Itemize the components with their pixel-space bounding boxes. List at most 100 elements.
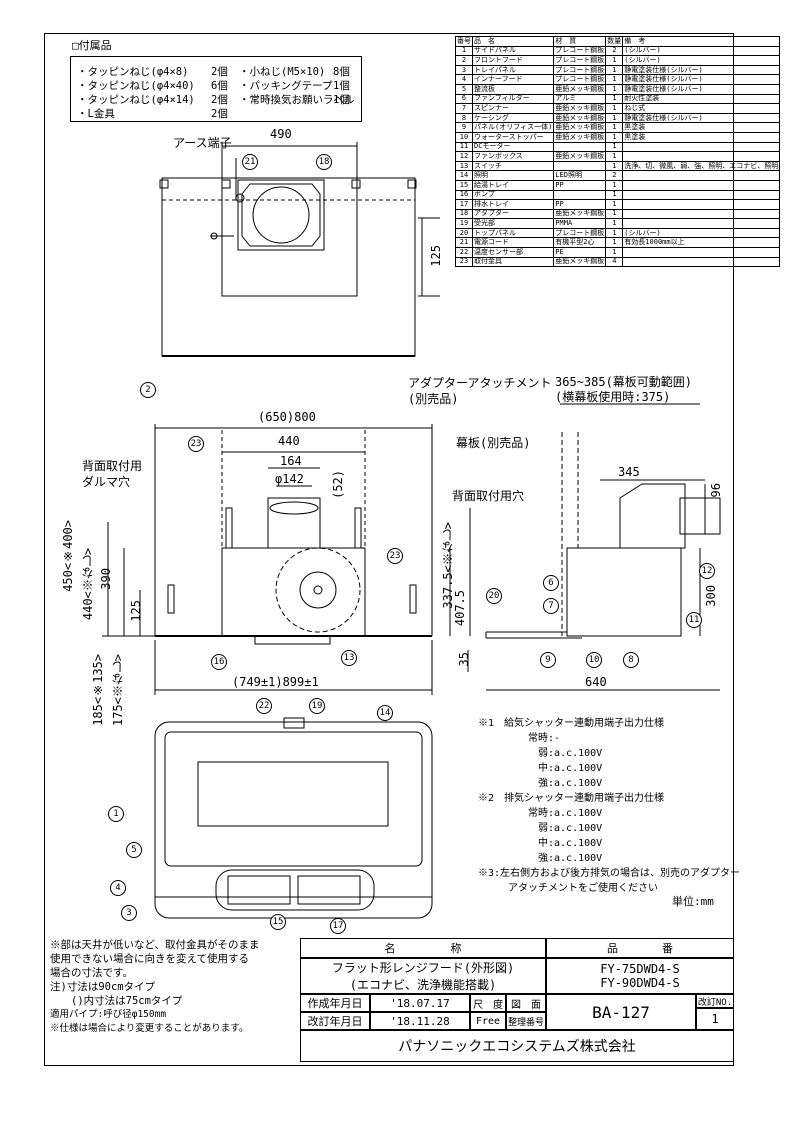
side-duct xyxy=(619,483,686,549)
footnote-line: ※仕様は場合により変更することがあります。 xyxy=(50,1023,249,1034)
callout-23a: 23 xyxy=(188,436,204,452)
callout-5: 5 xyxy=(126,842,142,858)
callout-13: 13 xyxy=(341,650,357,666)
spec-line: ※1 給気シャッター連動用端子出力仕様 xyxy=(478,718,665,729)
dim-side-96: 96 xyxy=(709,483,723,498)
callout-23b: 23 xyxy=(387,548,403,564)
acc-left-3: ・L金具 xyxy=(77,108,115,120)
acc-left-2: ・タッピンねじ(φ4×14) xyxy=(77,94,195,106)
tb-name-header: 名 称 xyxy=(300,938,546,958)
acc-left-1: ・タッピンねじ(φ4×40) xyxy=(77,80,195,92)
dim-h175: 175<※なし> xyxy=(111,654,125,727)
front-switch xyxy=(254,635,331,645)
spec-line: 強:a.c.100V xyxy=(478,853,603,864)
tb-revised-label: 改訂年月日 xyxy=(300,1012,370,1030)
callout-14: 14 xyxy=(377,705,393,721)
dim-h4075: 407.5 xyxy=(453,590,467,627)
callout-17: 17 xyxy=(330,918,346,934)
callout-20: 20 xyxy=(486,588,502,604)
dim-side-300: 300 xyxy=(704,585,718,607)
spec-line: 中:a.c.100V xyxy=(478,763,603,774)
spec-notes: ※1 給気シャッター連動用端子出力仕様 常時:- 弱:a.c.100V 中:a.… xyxy=(478,716,740,896)
spec-line: 弱:a.c.100V xyxy=(478,748,603,759)
bottom-view-body xyxy=(154,721,433,919)
callout-21: 21 xyxy=(242,154,258,170)
label-back-mount-hole: 背面取付用穴 xyxy=(452,489,525,503)
footnotes: ※部は天井が低いなど、取付金具がそのまま使用できない場合に向きを変えて使用する場… xyxy=(50,938,259,1036)
tb-name-line1: フラット形レンジフード(外形図) xyxy=(331,961,515,975)
dim-curtain-range: 365~385(幕板可動範囲) xyxy=(555,375,693,389)
dim-side-345: 345 xyxy=(618,465,640,479)
callout-9: 9 xyxy=(540,652,556,668)
tb-name: フラット形レンジフード(外形図) (エコナビ、洗浄機能搭載) xyxy=(300,958,546,994)
label-separately-sold: (別売品) xyxy=(408,392,459,406)
callout-4: 4 xyxy=(110,880,126,896)
acc-right-2: ・常時換気お願いラベル xyxy=(239,94,355,106)
callout-19: 19 xyxy=(309,698,325,714)
dim-curtain-use: (横幕板使用時:375) xyxy=(555,390,671,404)
footnote-line: 注)寸法は90cmタイプ xyxy=(50,981,156,993)
tb-revised-date: '18.11.28 xyxy=(370,1012,470,1030)
tb-model1: FY-75DWD4-S xyxy=(600,962,680,976)
side-fan-box xyxy=(566,547,682,637)
tb-models: FY-75DWD4-S FY-90DWD4-S xyxy=(546,958,734,994)
dim-side-35: 35 xyxy=(457,652,471,667)
bottom-baffle xyxy=(197,761,389,827)
tb-rev-value: 1 xyxy=(696,1008,734,1030)
label-back-mount-1: 背面取付用 xyxy=(82,459,143,473)
tb-number-header: 品 番 xyxy=(546,938,734,958)
tb-created-label: 作成年月日 xyxy=(300,994,370,1012)
spec-line: 常時:a.c.100V xyxy=(478,808,603,819)
accessories-heading: □付属品 xyxy=(72,39,112,52)
label-curtain-board: 幕板(別売品) xyxy=(456,436,531,450)
label-earth: アース端子 xyxy=(173,136,232,150)
footnote-line: ()内寸法は75cmタイプ xyxy=(50,995,183,1007)
callout-6: 6 xyxy=(543,575,559,591)
tb-created-date: '18.07.17 xyxy=(370,994,470,1012)
dim-h440: 440<※なし> xyxy=(81,548,95,621)
front-duct xyxy=(267,497,321,549)
unit-label: 単位:mm xyxy=(672,895,714,908)
parts-cell xyxy=(622,256,781,268)
tb-drawing-label: 図 面 xyxy=(506,994,546,1012)
acc-right-0-qty: 8個 xyxy=(333,66,350,78)
callout-16: 16 xyxy=(211,654,227,670)
dim-duct-phi: φ142 xyxy=(275,472,304,486)
tb-mgmt-label: 整理番号 xyxy=(506,1012,546,1030)
spec-line: 常時:- xyxy=(478,733,561,744)
dim-52: (52) xyxy=(331,470,345,499)
dim-side-640: 640 xyxy=(585,675,607,689)
tb-scale-label: 尺 度 xyxy=(470,994,506,1012)
callout-18: 18 xyxy=(316,154,332,170)
spec-line: アタッチメントをご使用ください xyxy=(478,883,658,894)
top-duct-circle xyxy=(252,186,310,244)
spec-line: 弱:a.c.100V xyxy=(478,823,603,834)
spec-line: 強:a.c.100V xyxy=(478,778,603,789)
tb-name-line2: (エコナビ、洗浄機能搭載) xyxy=(349,978,497,992)
callout-12: 12 xyxy=(699,563,715,579)
accessories-box: ・タッピンねじ(φ4×8) 2個 ・タッピンねじ(φ4×40) 6個 ・タッピン… xyxy=(70,56,362,122)
callout-11: 11 xyxy=(686,612,702,628)
label-adapter-attach: アダプターアタッチメント xyxy=(408,376,552,390)
dim-h185: 185<※135> xyxy=(91,654,105,726)
dim-front-width: (650)800 xyxy=(258,410,316,424)
acc-left-1-qty: 6個 xyxy=(211,80,228,92)
callout-1: 1 xyxy=(108,806,124,822)
dim-duct-164: 164 xyxy=(280,454,302,468)
callout-2: 2 xyxy=(140,382,156,398)
callout-3: 3 xyxy=(121,905,137,921)
front-fan-box xyxy=(221,547,366,637)
callout-22: 22 xyxy=(256,698,272,714)
spec-line: ※2 排気シャッター連動用端子出力仕様 xyxy=(478,793,665,804)
tb-drawing-no: BA-127 xyxy=(546,994,696,1030)
callout-8: 8 xyxy=(623,652,639,668)
footnote-line: 場合の寸法です。 xyxy=(50,967,133,979)
